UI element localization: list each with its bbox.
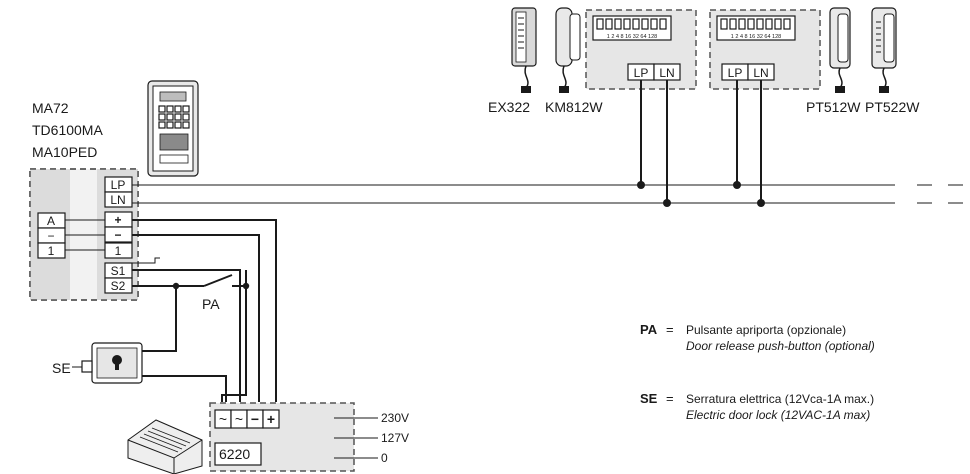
- junction-pa: [242, 282, 250, 290]
- button-block-a: A: [47, 214, 55, 228]
- entry-panel-name-1: MA72: [32, 100, 69, 116]
- legend-pa-en: Door release push-button (optional): [686, 339, 875, 353]
- pa-switch-blade: [203, 274, 233, 287]
- legend-se-it: Serratura elettrica (12Vca-1A max.): [686, 392, 874, 406]
- ex322-label: EX322: [488, 99, 530, 115]
- supply-model: 6220: [219, 446, 250, 462]
- legend-se-eq: =: [666, 391, 674, 406]
- terminal-1: 1: [115, 244, 122, 258]
- entry-panel-name-3: MA10PED: [32, 144, 97, 160]
- entry-panel-icon: [147, 80, 199, 177]
- ex322-handset-icon: [511, 7, 537, 93]
- km812w-handset-icon: [555, 7, 581, 93]
- electric-lock: [81, 342, 143, 384]
- terminal-s2: S2: [111, 279, 126, 293]
- supply-terminal-minus: −: [251, 411, 259, 427]
- km812w-label: KM812W: [545, 99, 603, 115]
- dip-switch-1-values: 1 2 4 8 16 32 64 128: [607, 34, 657, 40]
- wire-minus-to-supply: [132, 234, 260, 402]
- supply-terminal-plus: +: [267, 411, 275, 427]
- supply-terminal-ac1: ~: [219, 411, 227, 427]
- dip-switch-1-keys: [596, 18, 667, 30]
- power-supply-terminals: [214, 409, 280, 429]
- legend-se-key: SE: [640, 391, 658, 406]
- terminal-s1: S1: [111, 264, 126, 278]
- din-supply-icon: [127, 419, 203, 474]
- dip-1-lp: LP: [634, 66, 649, 80]
- button-block: [37, 212, 66, 259]
- wire-plus-to-supply: [132, 219, 277, 402]
- input-0: 0: [381, 451, 388, 465]
- legend-pa-eq: =: [666, 322, 674, 337]
- pt512w-handset-icon: [829, 7, 851, 93]
- junction-dip1-ln: [663, 199, 671, 207]
- junction-dip2-ln: [757, 199, 765, 207]
- junction-dip1-lp: [637, 181, 645, 189]
- dip-2-lp: LP: [728, 66, 743, 80]
- terminal-plus: +: [114, 213, 121, 227]
- wire-lock-to-supply: [142, 375, 227, 402]
- se-label: SE: [52, 360, 71, 376]
- wire-s1-to-supply: [132, 269, 241, 402]
- input-230v: 230V: [381, 411, 409, 425]
- dip-switch-2-values: 1 2 4 8 16 32 64 128: [731, 34, 781, 40]
- dip-switch-2-keys: [720, 18, 791, 30]
- wire-s2-to-lock: [142, 286, 177, 352]
- legend-pa-key: PA: [640, 322, 658, 337]
- pt522w-handset-icon: [871, 7, 897, 93]
- legend-se-en: Electric door lock (12VAC-1A max): [686, 408, 870, 422]
- button-block-1: 1: [48, 244, 55, 258]
- pt512w-label: PT512W: [806, 99, 861, 115]
- dip-1-ln: LN: [659, 66, 674, 80]
- wire-s1-stub: [132, 257, 160, 264]
- pa-label: PA: [202, 296, 220, 312]
- input-127v: 127V: [381, 431, 409, 445]
- terminal-lp: LP: [111, 178, 126, 192]
- supply-terminal-ac2: ~: [235, 411, 243, 427]
- dip-2-ln: LN: [753, 66, 768, 80]
- terminal-minus: −: [114, 228, 121, 242]
- legend: PA = Pulsante apriporta (opzionale) Door…: [640, 322, 875, 422]
- wire-pa-to-supply: [221, 286, 247, 402]
- junction-dip2-lp: [733, 181, 741, 189]
- pt522w-label: PT522W: [865, 99, 920, 115]
- supply-model-box: [214, 442, 262, 466]
- legend-pa-it: Pulsante apriporta (opzionale): [686, 323, 846, 337]
- button-block-minus: −: [47, 229, 54, 243]
- terminal-ln: LN: [110, 193, 125, 207]
- entry-panel-name-2: TD6100MA: [32, 122, 103, 138]
